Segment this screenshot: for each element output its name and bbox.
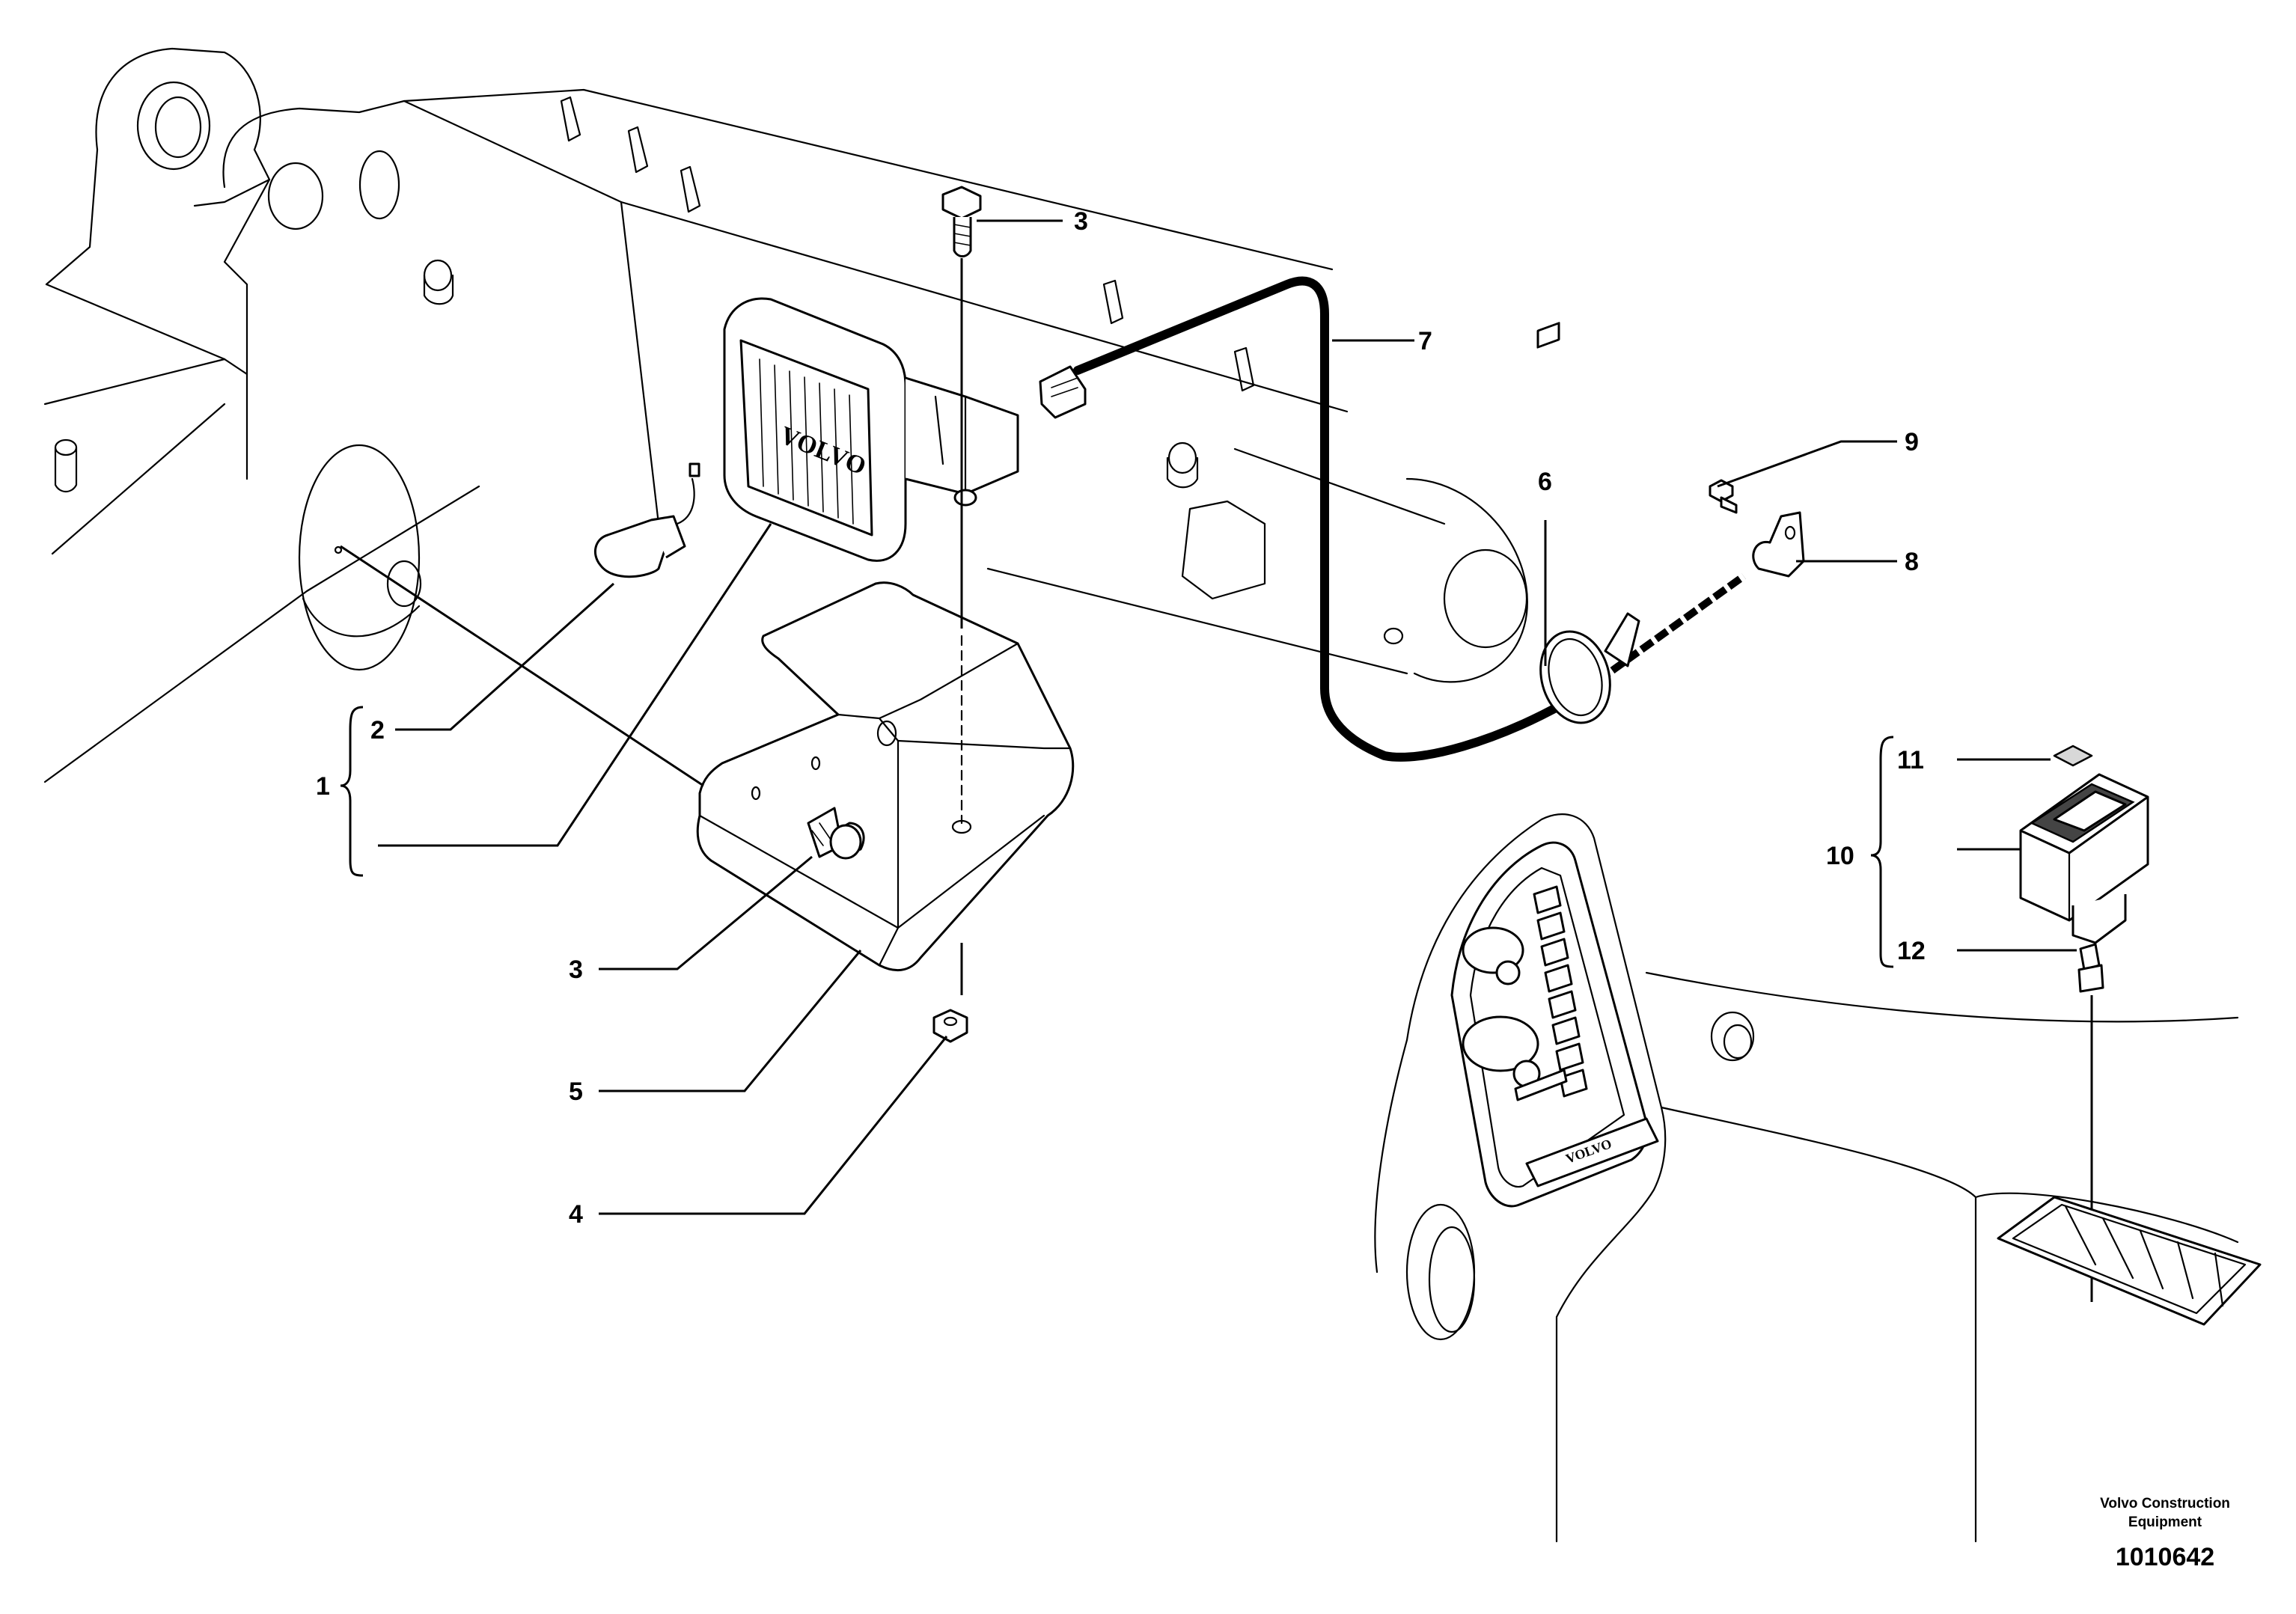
cable-tie [1539, 612, 1640, 724]
drawing-number: 1010642 [2116, 1543, 2214, 1571]
lamp-bulb [593, 462, 700, 578]
floor-vent [1997, 1196, 2262, 1326]
callout-6: 6 [1538, 468, 1552, 496]
callout-11: 11 [1897, 746, 1924, 774]
callout-12: 12 [1897, 937, 1926, 965]
work-lamp: VOLVO [723, 297, 1019, 562]
indicator-lights [1533, 885, 1588, 1098]
bolt-top [941, 186, 982, 257]
callout-8: 8 [1905, 548, 1919, 576]
rocker-switch [2019, 773, 2149, 944]
brace-group-10 [1870, 736, 1894, 968]
callout-3-mid: 3 [569, 956, 583, 984]
footer-company-line1: Volvo Construction [2100, 1496, 2230, 1511]
cab-dashboard: VOLVO [1374, 322, 2262, 1543]
cable-harness [1039, 276, 1746, 762]
boom-structure [43, 47, 1528, 783]
p-clip [1752, 511, 1805, 578]
callout-10: 10 [1826, 842, 1854, 870]
switch-insert [2053, 745, 2093, 767]
callout-1: 1 [316, 772, 330, 801]
footer-company-line2: Equipment [2128, 1514, 2202, 1530]
bolt-bracket [807, 807, 865, 860]
flange-nut [932, 1009, 968, 1043]
callout-5: 5 [569, 1077, 583, 1106]
lamp-mounting-bracket [696, 581, 1075, 972]
callout-7: 7 [1418, 327, 1432, 355]
brace-group-1 [340, 706, 364, 877]
callout-4: 4 [569, 1200, 583, 1229]
callout-9: 9 [1905, 428, 1919, 456]
screw [1709, 479, 1738, 514]
callout-2: 2 [370, 716, 385, 745]
leader-lines [378, 219, 2077, 1215]
callout-3-top: 3 [1074, 207, 1088, 236]
